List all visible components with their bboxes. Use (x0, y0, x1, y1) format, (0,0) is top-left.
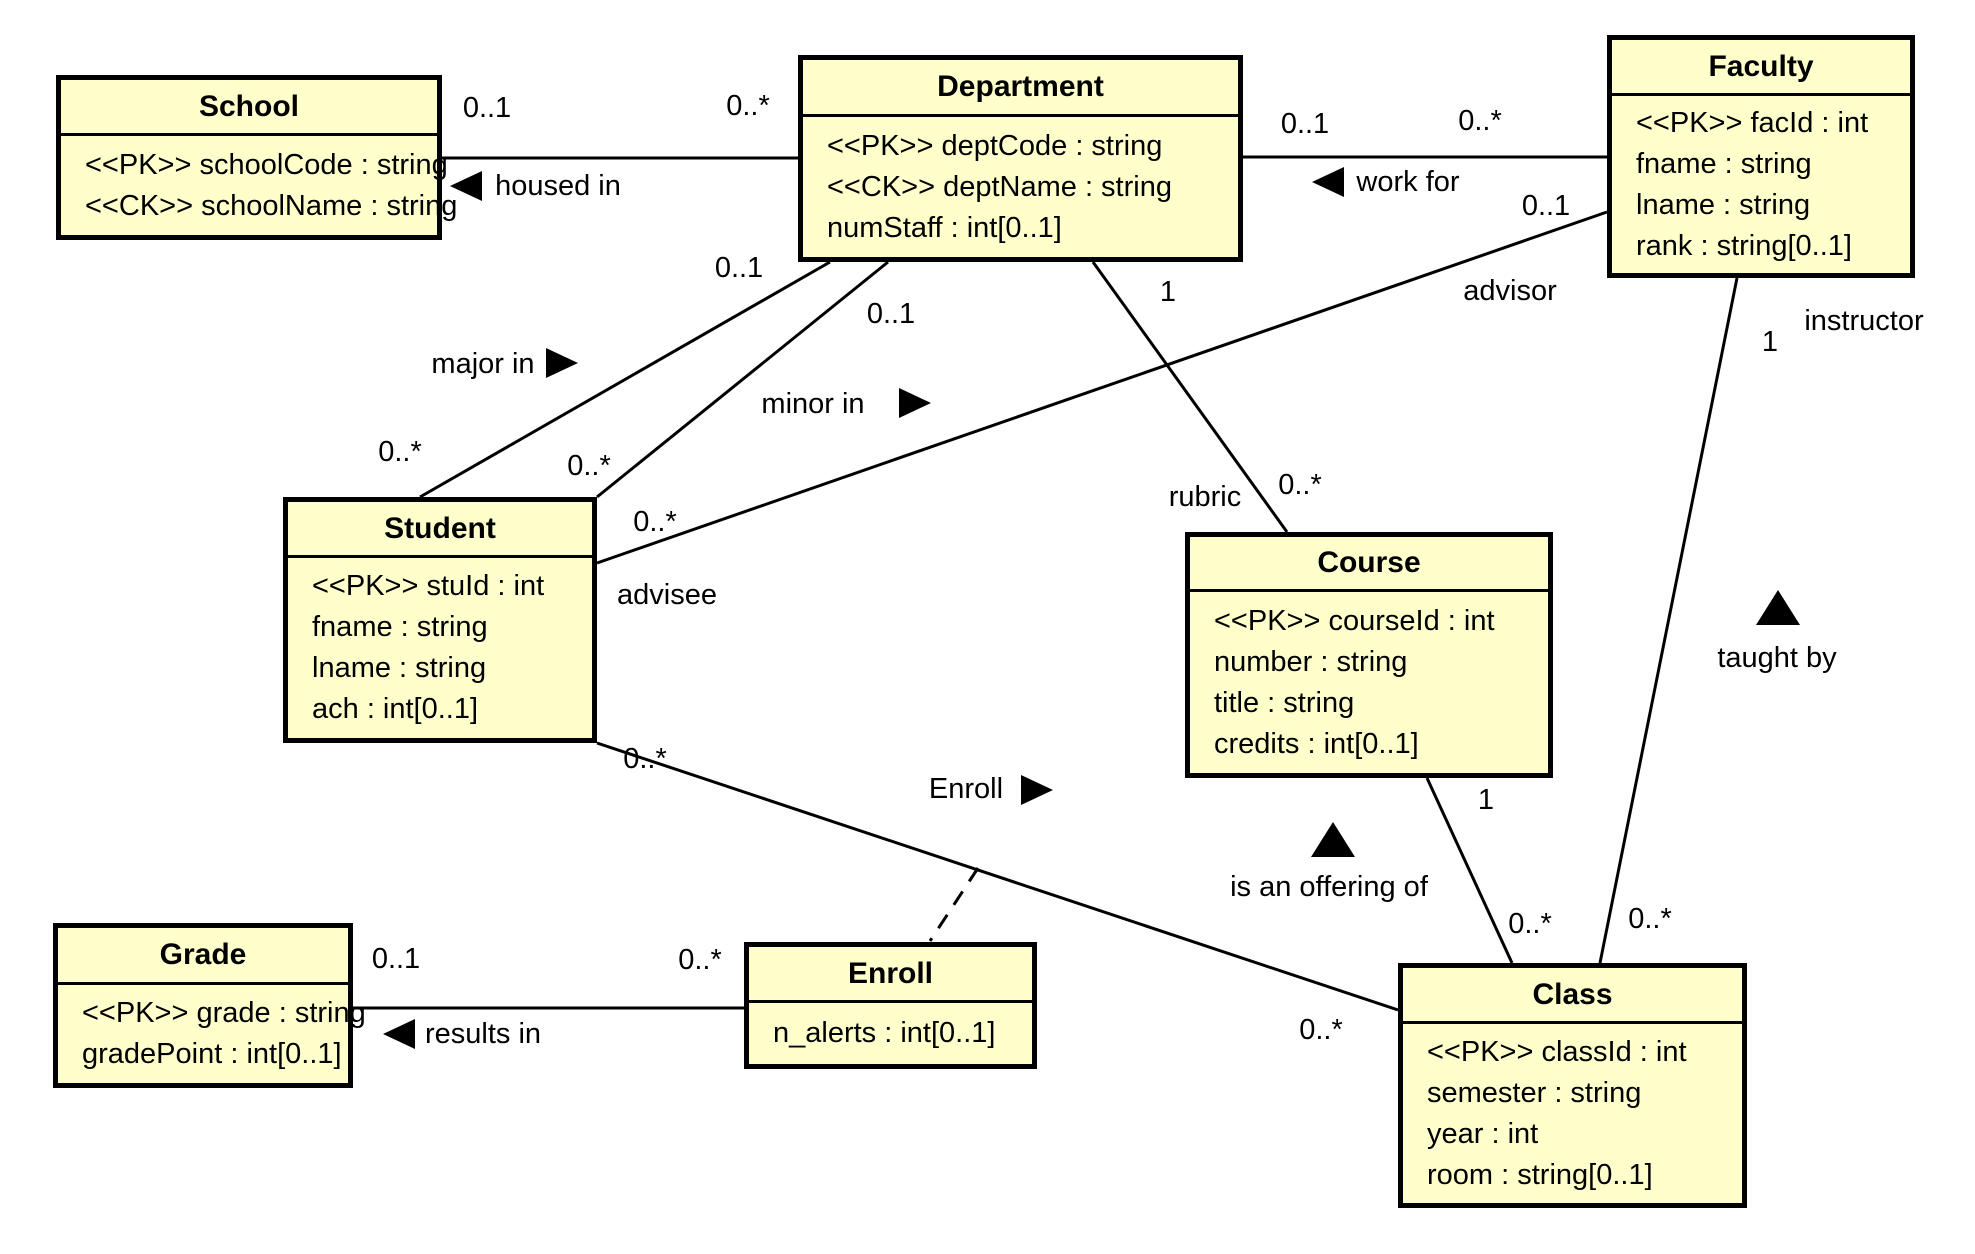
entity-grade[interactable]: Grade <<PK>> grade : string gradePoint : i… (53, 923, 366, 1088)
entity-school[interactable]: School <<PK>> schoolCode : string <<CK>> s… (56, 75, 458, 240)
relationship-label-results-in-name: results in (425, 1018, 541, 1050)
relationship-label-minor-in-mult-department: 0..1 (867, 298, 915, 330)
relationship-line-advises (596, 210, 1608, 565)
entity-grade-title: Grade (58, 928, 348, 985)
entity-department-attributes: <<PK>> deptCode : string <<CK>> deptName … (803, 117, 1238, 257)
taught-by-direction-arrow-icon (1756, 590, 1800, 625)
entity-class-attribute: semester : string (1427, 1076, 1642, 1109)
entity-faculty[interactable]: Faculty <<PK>> facId : int fname : string l… (1607, 35, 1915, 278)
relationship-label-rubric-mult-course: 0..* (1278, 469, 1322, 501)
entity-course-attribute: title : string (1214, 686, 1355, 719)
relationship-label-enroll-assoc-mult-student: 0..* (623, 743, 667, 775)
relationship-line-taught-by (1598, 277, 1739, 964)
relationship-line-enroll-link (928, 867, 980, 942)
entity-class[interactable]: Class <<PK>> classId : int semester : stri… (1398, 963, 1747, 1208)
relationship-label-advises-role-advisee: advisee (617, 579, 717, 611)
entity-department-attribute: numStaff : int[0..1] (827, 211, 1062, 244)
entity-course-attribute: number : string (1214, 645, 1408, 678)
entity-course-title: Course (1190, 537, 1548, 592)
relationship-label-advises-mult-faculty: 0..1 (1522, 190, 1570, 222)
entity-department-attribute: <<PK>> deptCode : string (827, 129, 1163, 162)
entity-class-title: Class (1403, 968, 1742, 1024)
entity-grade-attributes: <<PK>> grade : string gradePoint : int[0.… (58, 985, 366, 1083)
entity-course-attributes: <<PK>> courseId : int number : string titl… (1190, 592, 1548, 773)
entity-department[interactable]: Department <<PK>> deptCode : string <<CK>>… (798, 55, 1243, 262)
relationship-line-major-in (419, 260, 831, 499)
entity-student-attributes: <<PK>> stuId : int fname : string lname : … (288, 558, 592, 738)
relationship-line-rubric (1091, 261, 1289, 533)
relationship-label-work-for-mult-faculty: 0..* (1458, 105, 1502, 137)
entity-class-attribute: year : int (1427, 1117, 1539, 1150)
entity-student-attribute: <<PK>> stuId : int (312, 570, 545, 602)
relationship-line-minor-in (596, 260, 889, 499)
relationship-label-taught-by-mult-class: 0..* (1628, 903, 1672, 935)
entity-enroll-title: Enroll (749, 947, 1032, 1003)
enroll-assoc-direction-arrow-icon (1021, 775, 1053, 805)
relationship-label-is-an-offering-of-name: is an offering of (1230, 871, 1429, 903)
entity-grade-attribute: gradePoint : int[0..1] (82, 1038, 342, 1070)
relationship-label-rubric-role-rubric: rubric (1169, 481, 1242, 513)
relationship-line-enroll-assoc (596, 741, 1399, 1012)
entity-student-attribute: ach : int[0..1] (312, 693, 479, 725)
entity-enroll-attribute: n_alerts : int[0..1] (773, 1017, 996, 1049)
entity-faculty-attribute: lname : string (1636, 188, 1811, 221)
entity-student-title: Student (288, 502, 592, 558)
entity-course-attribute: <<PK>> courseId : int (1214, 604, 1495, 637)
relationship-label-taught-by-name: taught by (1717, 642, 1837, 674)
entity-student[interactable]: Student <<PK>> stuId : int fname : string l… (283, 497, 597, 743)
relationship-label-housed-in-name: housed in (495, 170, 621, 202)
entity-school-attribute: <<CK>> schoolName : string (85, 189, 458, 222)
relationship-label-enroll-assoc-mult-class: 0..* (1299, 1014, 1343, 1046)
entity-class-attributes: <<PK>> classId : int semester : string yea… (1403, 1024, 1742, 1203)
relationship-label-major-in-mult-department: 0..1 (715, 252, 763, 284)
entity-faculty-attribute: fname : string (1636, 147, 1812, 180)
relationship-label-advises-mult-student: 0..* (633, 506, 677, 538)
entity-faculty-title: Faculty (1612, 40, 1910, 96)
entity-grade-attribute: <<PK>> grade : string (82, 997, 366, 1029)
entity-department-attribute: <<CK>> deptName : string (827, 170, 1172, 203)
relationship-label-housed-in-mult-school: 0..1 (463, 92, 511, 124)
relationship-label-taught-by-role-instructor: instructor (1804, 305, 1924, 337)
entity-student-attribute: lname : string (312, 652, 487, 684)
relationship-label-rubric-mult-department: 1 (1160, 276, 1176, 308)
entity-school-attribute: <<PK>> schoolCode : string (85, 148, 448, 181)
entity-enroll[interactable]: Enroll n_alerts : int[0..1] (744, 942, 1037, 1069)
major-in-direction-arrow-icon (546, 348, 578, 378)
entity-faculty-attribute: rank : string[0..1] (1636, 229, 1852, 262)
entity-course[interactable]: Course <<PK>> courseId : int number : stri… (1185, 532, 1553, 778)
housed-in-direction-arrow-icon (450, 171, 482, 201)
relationship-label-work-for-name: work for (1355, 166, 1459, 198)
relationship-label-enroll-assoc-name: Enroll (929, 773, 1003, 805)
relationship-label-advises-role-advisor: advisor (1463, 275, 1557, 307)
entity-school-title: School (61, 80, 437, 136)
relationship-label-major-in-name: major in (431, 348, 534, 380)
relationship-label-major-in-mult-student: 0..* (378, 436, 422, 468)
relationship-label-work-for-mult-department: 0..1 (1281, 108, 1329, 140)
minor-in-direction-arrow-icon (899, 388, 931, 418)
entity-department-title: Department (803, 60, 1238, 117)
entity-student-attribute: fname : string (312, 611, 488, 643)
entity-course-attribute: credits : int[0..1] (1214, 727, 1419, 760)
is-an-offering-of-direction-arrow-icon (1311, 822, 1355, 857)
relationship-label-minor-in-mult-student: 0..* (567, 450, 611, 482)
entity-faculty-attribute: <<PK>> facId : int (1636, 106, 1869, 139)
relationship-label-minor-in-name: minor in (761, 388, 864, 420)
relationship-label-is-an-offering-of-mult-course: 1 (1478, 784, 1494, 816)
relationship-line-is-an-offering-of (1425, 777, 1514, 964)
relationship-label-is-an-offering-of-mult-class: 0..* (1508, 908, 1552, 940)
relationship-label-results-in-mult-grade: 0..1 (372, 943, 420, 975)
entity-faculty-attributes: <<PK>> facId : int fname : string lname : … (1612, 96, 1910, 273)
entity-class-attribute: room : string[0..1] (1427, 1158, 1653, 1191)
results-in-direction-arrow-icon (383, 1019, 415, 1049)
entity-class-attribute: <<PK>> classId : int (1427, 1035, 1687, 1068)
relationship-label-housed-in-mult-department: 0..* (726, 90, 770, 122)
relationship-label-results-in-mult-enroll: 0..* (678, 944, 722, 976)
entity-enroll-attributes: n_alerts : int[0..1] (749, 1003, 1032, 1064)
relationship-label-taught-by-mult-faculty: 1 (1762, 326, 1778, 358)
work-for-direction-arrow-icon (1312, 167, 1344, 197)
entity-school-attributes: <<PK>> schoolCode : string <<CK>> schoolN… (61, 136, 458, 235)
